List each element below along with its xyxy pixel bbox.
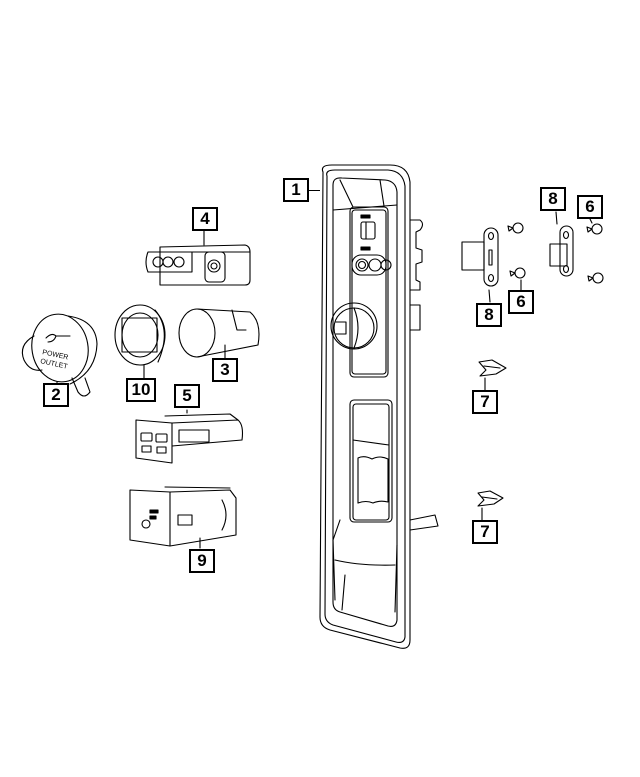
leader-line-1: [309, 190, 320, 191]
callout-8-lower: 8: [476, 303, 502, 327]
outlet-retainer-ring-drawing: [114, 304, 166, 379]
bracket-drawings: [461, 211, 574, 303]
callout-3: 3: [212, 358, 238, 382]
ac-inverter-outlet-drawing: [129, 486, 237, 549]
callout-8-upper: 8: [540, 187, 566, 211]
callout-4: 4: [192, 207, 218, 231]
callout-7-lower: 7: [472, 520, 498, 544]
bezel-panel-drawing: [319, 164, 439, 649]
callout-1: 1: [283, 178, 309, 202]
power-outlet-socket-drawing: [178, 308, 260, 359]
usb-port-module-drawing: [135, 409, 244, 464]
callout-6-upper: 6: [577, 195, 603, 219]
power-outlet-connector-drawing: [145, 228, 251, 286]
callout-6-lower: 6: [508, 290, 534, 314]
callout-9: 9: [189, 549, 215, 573]
retainer-clip-drawings: [477, 359, 507, 521]
callout-7-upper: 7: [472, 390, 498, 414]
callout-10: 10: [126, 378, 156, 402]
callout-2: 2: [43, 383, 69, 407]
callout-5: 5: [174, 384, 200, 408]
push-pin-drawings: [507, 218, 604, 291]
